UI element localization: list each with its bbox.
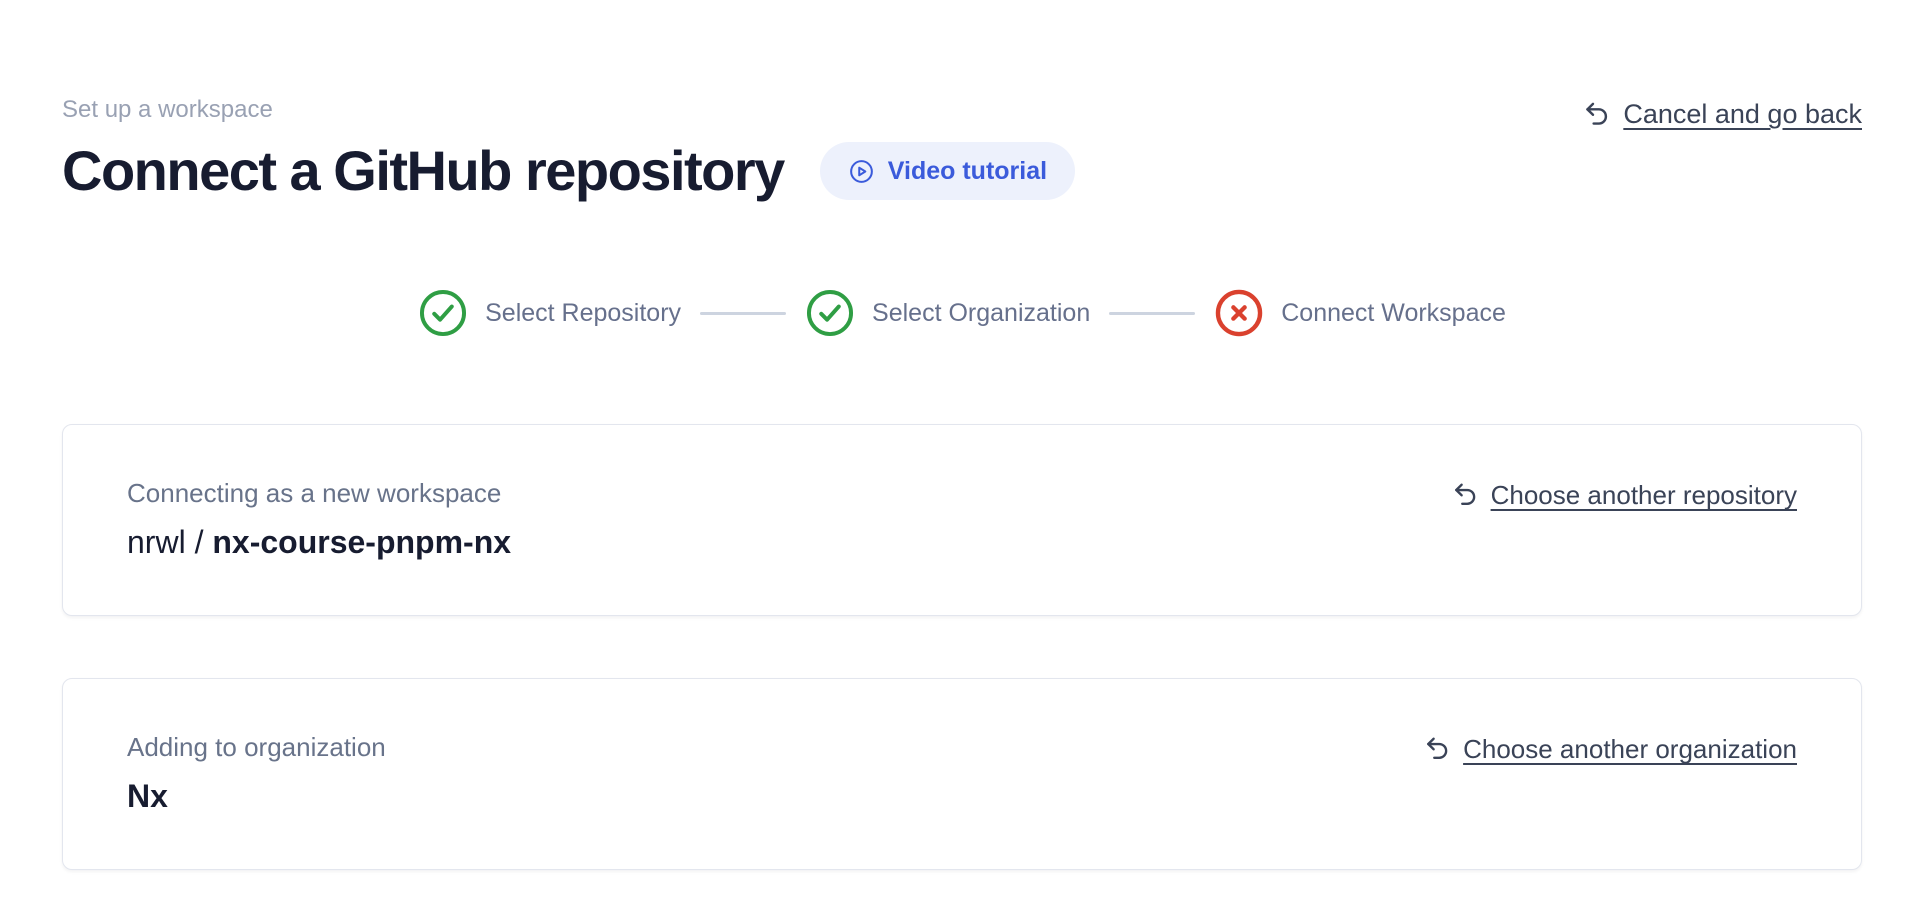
organization-value: Nx bbox=[127, 778, 168, 814]
cancel-and-go-back-link[interactable]: Cancel and go back bbox=[1582, 98, 1862, 130]
repository-card-info: Connecting as a new workspace nrwl / nx-… bbox=[127, 477, 511, 563]
page-title: Connect a GitHub repository bbox=[62, 139, 785, 202]
stepper-connector bbox=[1109, 311, 1196, 315]
organization-card-info: Adding to organization Nx bbox=[127, 731, 386, 817]
repository-name: nrwl / nx-course-pnpm-nx bbox=[127, 521, 511, 563]
eyebrow-text: Set up a workspace bbox=[62, 96, 273, 123]
video-tutorial-label: Video tutorial bbox=[887, 157, 1048, 185]
step-connect-workspace: Connect Workspace bbox=[1214, 288, 1506, 338]
stepper: Select Repository Select Organization C bbox=[62, 288, 1862, 338]
repository-repo: nx-course-pnpm-nx bbox=[212, 524, 512, 560]
check-circle-icon bbox=[805, 288, 855, 338]
organization-card-label: Adding to organization bbox=[127, 732, 386, 762]
x-circle-icon bbox=[1214, 288, 1264, 338]
page-header: Set up a workspace Connect a GitHub repo… bbox=[62, 96, 1862, 202]
title-row: Connect a GitHub repository Video tutori… bbox=[62, 139, 1076, 202]
choose-another-repository-link[interactable]: Choose another repository bbox=[1451, 479, 1797, 511]
choose-another-organization-link[interactable]: Choose another organization bbox=[1423, 733, 1797, 765]
cancel-link-label: Cancel and go back bbox=[1623, 99, 1862, 129]
undo-arrow-icon bbox=[1451, 480, 1481, 510]
choose-another-repository-label: Choose another repository bbox=[1490, 480, 1797, 510]
header-left: Set up a workspace Connect a GitHub repo… bbox=[62, 96, 1076, 202]
step-label: Select Organization bbox=[872, 299, 1091, 327]
repository-owner: nrwl / bbox=[127, 524, 213, 560]
repository-card-label: Connecting as a new workspace bbox=[127, 478, 502, 508]
repository-card: Connecting as a new workspace nrwl / nx-… bbox=[62, 424, 1862, 616]
undo-arrow-icon bbox=[1423, 734, 1453, 764]
connect-github-page: Set up a workspace Connect a GitHub repo… bbox=[62, 96, 1862, 870]
step-label: Select Repository bbox=[485, 299, 682, 327]
organization-name: Nx bbox=[127, 775, 386, 817]
choose-another-organization-label: Choose another organization bbox=[1463, 734, 1797, 764]
step-select-organization: Select Organization bbox=[805, 288, 1090, 338]
step-label: Connect Workspace bbox=[1281, 299, 1506, 327]
play-circle-icon bbox=[848, 158, 875, 185]
stepper-connector bbox=[700, 311, 787, 315]
step-select-repository: Select Repository bbox=[418, 288, 681, 338]
undo-arrow-icon bbox=[1582, 99, 1613, 130]
organization-card: Adding to organization Nx Choose another… bbox=[62, 678, 1862, 870]
check-circle-icon bbox=[418, 288, 468, 338]
video-tutorial-button[interactable]: Video tutorial bbox=[819, 142, 1076, 200]
